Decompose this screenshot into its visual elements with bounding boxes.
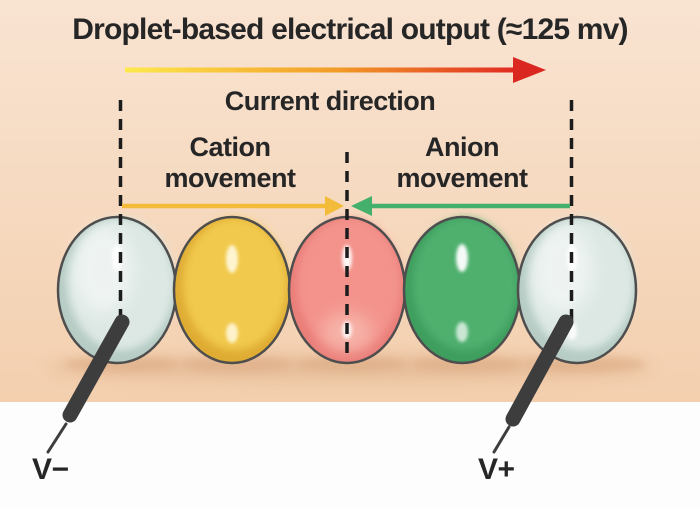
- droplet-green: [402, 215, 522, 365]
- electrode-negative: [46, 314, 130, 454]
- current-direction-label: Current direction: [224, 86, 436, 116]
- droplet-yellow: [172, 215, 292, 365]
- cation-label-line1: Cation: [189, 132, 272, 162]
- current-direction-arrow: [125, 57, 546, 83]
- anion-label-line1: Anion: [425, 132, 499, 162]
- anion-arrow: [351, 196, 570, 216]
- diagram-title: Droplet-based electrical output (≈125 mv…: [72, 13, 628, 46]
- cation-arrow: [122, 196, 344, 216]
- cation-label-line2: movement: [164, 163, 296, 193]
- electrode-positive: [492, 314, 574, 454]
- droplet-water-right: [516, 215, 638, 365]
- background-white: [0, 402, 700, 507]
- voltage-positive-label: V+: [478, 453, 515, 486]
- cation-movement-label: Cation movement: [120, 132, 340, 194]
- anion-movement-label: Anion movement: [352, 132, 572, 194]
- droplet-water-left: [56, 215, 178, 365]
- anion-label-line2: movement: [396, 163, 528, 193]
- voltage-negative-label: V−: [32, 453, 69, 486]
